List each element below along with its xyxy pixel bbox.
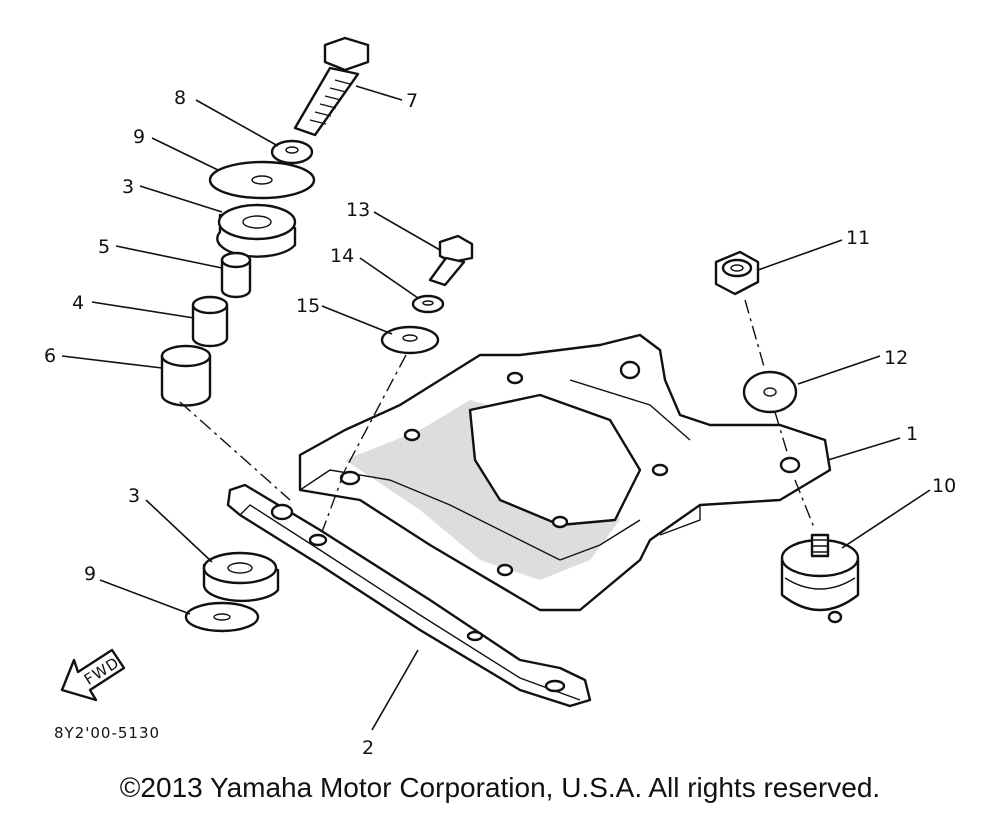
assembly-guide-lines xyxy=(179,299,816,533)
bolt-part-7 xyxy=(293,36,370,137)
washer-part-14 xyxy=(411,294,445,314)
nut-part-11 xyxy=(714,250,760,296)
main-bracket-part-1 xyxy=(298,333,832,612)
forward-direction-arrow-icon: FWD xyxy=(60,648,126,702)
washer-part-8 xyxy=(270,139,314,165)
callout-leader-lines xyxy=(61,85,931,731)
callout-2: 2 xyxy=(362,737,374,759)
callout-3-upper: 3 xyxy=(122,176,134,198)
callout-15: 15 xyxy=(296,295,320,317)
callout-labels: 7 8 9 3 5 4 6 13 14 15 11 12 1 10 3 9 2 xyxy=(44,87,956,759)
callout-8: 8 xyxy=(174,87,186,109)
callout-11: 11 xyxy=(846,227,870,249)
callout-3-lower: 3 xyxy=(128,485,140,507)
rubber-mount-part-10 xyxy=(780,533,860,624)
callout-4: 4 xyxy=(72,292,84,314)
lower-plate-part-2 xyxy=(226,483,592,708)
callout-12: 12 xyxy=(884,347,908,369)
damper-part-3-lower xyxy=(202,551,280,603)
callout-6: 6 xyxy=(44,345,56,367)
washer-part-15 xyxy=(380,325,440,355)
callout-14: 14 xyxy=(330,245,354,267)
collar-part-6 xyxy=(160,344,212,407)
damper-part-3-upper xyxy=(216,203,297,258)
collar-part-5 xyxy=(220,251,252,299)
callout-9-lower: 9 xyxy=(84,563,96,585)
diagram-reference-code: 8Y2'00-5130 xyxy=(54,724,160,742)
callout-9-upper: 9 xyxy=(133,126,145,148)
callout-5: 5 xyxy=(98,236,110,258)
callout-10: 10 xyxy=(932,475,956,497)
collar-part-4 xyxy=(191,295,229,348)
callout-13: 13 xyxy=(346,199,370,221)
bolt-part-13 xyxy=(428,234,474,287)
copyright-notice: ©2013 Yamaha Motor Corporation, U.S.A. A… xyxy=(119,772,881,803)
washer-part-9-upper xyxy=(208,160,316,200)
washer-part-12 xyxy=(742,370,798,414)
callout-7: 7 xyxy=(406,90,418,112)
callout-1: 1 xyxy=(906,423,918,445)
washer-part-9-lower xyxy=(184,601,260,633)
